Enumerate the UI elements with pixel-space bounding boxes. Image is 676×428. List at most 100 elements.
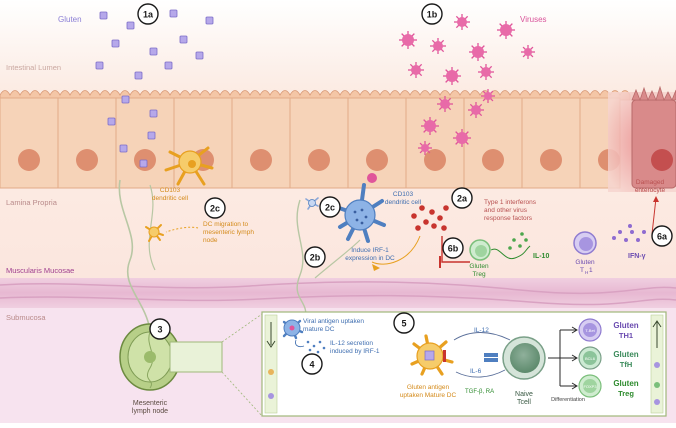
label-migration-3: node	[203, 237, 218, 244]
il10-dot	[512, 238, 516, 242]
gluten-particle	[147, 131, 156, 140]
step-2c-middle-text: 2c	[325, 203, 335, 213]
label-lymph-1: Mesenteric	[133, 400, 168, 407]
cd103-dendritic-cell-blue	[334, 183, 386, 243]
label-naive-2: Tcell	[517, 399, 531, 406]
gluten-particle	[195, 51, 204, 60]
enterocyte-cell	[115, 97, 175, 189]
viral-antigen-mature-dc	[282, 319, 304, 340]
virus-particles	[399, 14, 535, 155]
nerve-fiber	[314, 239, 361, 279]
virus-core	[471, 105, 481, 115]
step-4: 4	[301, 353, 323, 375]
label-tbet: T-Bet	[585, 328, 595, 333]
virus-core	[440, 99, 450, 109]
enterocyte-cell	[521, 97, 581, 189]
ifn-gamma-molecules	[612, 224, 646, 242]
vessel-cell	[654, 362, 660, 368]
step-4-text: 4	[309, 360, 314, 370]
gluten-particle	[99, 11, 108, 20]
label-il10: IL-10	[533, 253, 549, 260]
virus-core	[481, 67, 491, 77]
small-dendritic-cell	[305, 197, 319, 210]
arrow-to-damaged	[651, 197, 657, 235]
label-viral-dc-2: mature DC	[303, 326, 335, 333]
label-lymph-2: lymph node	[132, 408, 168, 415]
step-5-text: 5	[401, 319, 406, 329]
label-out-th1-2: TH1	[619, 331, 633, 340]
arrow-to-foxp3	[560, 382, 578, 390]
label-il12-sec-2: induced by IRF-1	[330, 348, 380, 355]
enterocyte-nucleus	[250, 149, 272, 171]
il12-dot	[312, 344, 316, 348]
label-out-th1-1: Gluten	[613, 321, 638, 330]
label-out-tfh-2: TfH	[620, 360, 633, 369]
label-damaged-2: enterocyte	[635, 187, 666, 194]
inhibition-line	[441, 236, 470, 263]
zoom-line-bottom	[221, 371, 263, 417]
virus-core	[421, 144, 429, 152]
label-ifn-3: response factors	[484, 215, 533, 222]
step-1b: 1b	[421, 3, 443, 25]
interferon-dot	[437, 215, 443, 221]
virus-core	[433, 41, 443, 51]
enterocyte-nucleus	[76, 149, 98, 171]
gluten-particle	[121, 95, 130, 104]
label-cd103-mid-1: CD103	[393, 191, 414, 198]
enterocyte-cell	[57, 97, 117, 189]
step-6a: 6a	[651, 225, 673, 247]
interferon-dot	[423, 219, 429, 225]
step-6a-text: 6a	[657, 232, 668, 242]
label-il12: IL-12	[474, 327, 489, 334]
gluten-particle	[126, 21, 135, 30]
enterocyte-nucleus	[308, 149, 330, 171]
cd103-dendritic-cell-left	[164, 146, 214, 186]
il12-dot	[316, 350, 320, 354]
virus	[453, 129, 471, 147]
label-th1-1: 1	[589, 267, 593, 274]
gluten-particle	[95, 61, 104, 70]
il10-dot	[524, 238, 528, 242]
th1-cell-outcome	[578, 318, 602, 342]
label-lamina-propria: Lamina Propria	[6, 198, 58, 207]
label-gluten-treg-2: Treg	[472, 271, 486, 278]
label-bcl6: BCL6	[585, 356, 596, 361]
enterocyte-nucleus	[424, 149, 446, 171]
label-out-treg-2: Treg	[618, 389, 634, 398]
label-irf-2: expression in DC	[345, 255, 395, 262]
enterocyte-cell	[405, 97, 465, 189]
interferon-dot	[415, 225, 421, 231]
label-th1-h: H	[585, 270, 588, 275]
step-2a: 2a	[451, 187, 473, 209]
virus-core	[456, 132, 468, 144]
il10-dot	[518, 244, 522, 248]
label-viral-dc-1: Viral antigen uptaken	[303, 318, 364, 325]
enterocyte-cell	[231, 97, 291, 189]
ifn-gamma-dot	[628, 224, 632, 228]
virus-core	[411, 65, 421, 75]
step-1a-text: 1a	[143, 10, 154, 20]
enterocyte-nucleus	[482, 149, 504, 171]
ifn-gamma-dot	[630, 230, 634, 234]
gluten-particle	[134, 71, 143, 80]
virus-on-dc	[367, 173, 377, 183]
label-il12-sec-1: IL-12 secretion	[330, 340, 373, 347]
il12-dot	[322, 346, 326, 350]
intestinal-lumen-region	[0, 0, 676, 100]
ifn-gamma-dot	[624, 238, 628, 242]
gluten-particle	[139, 159, 148, 168]
interferon-dot	[443, 205, 449, 211]
il6-arrow	[455, 369, 506, 378]
label-gluten-th1: Gluten	[575, 259, 595, 266]
ifn-gamma-dot	[642, 230, 646, 234]
migration-arrow	[165, 226, 199, 233]
gluten-particle	[164, 61, 173, 70]
interferon-dot	[431, 223, 437, 229]
label-out-treg-1: Gluten	[613, 379, 638, 388]
naive-t-cell	[502, 336, 546, 380]
migrating-dendritic-cell	[145, 224, 164, 242]
muscle-fiber-line	[0, 294, 676, 306]
arrow-to-irf	[371, 235, 421, 265]
virus-core	[500, 24, 512, 36]
